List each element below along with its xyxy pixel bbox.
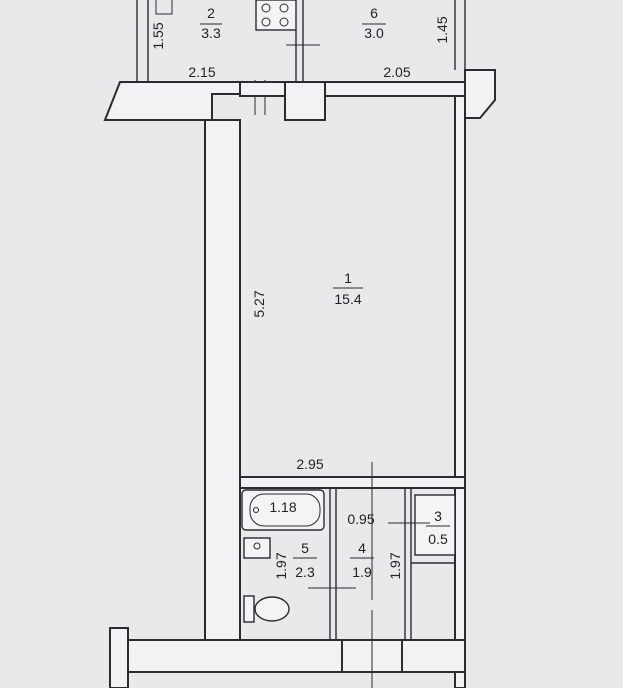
upper-rooms	[136, 0, 466, 115]
stove-icon	[255, 0, 297, 31]
room-4-number: 4	[358, 540, 366, 556]
lower-partitions	[308, 462, 456, 688]
room-1-area: 15.4	[334, 291, 361, 307]
dim-hall-height: 1.97	[387, 552, 403, 579]
dim-main-width: 2.95	[296, 456, 323, 472]
room-4-area: 1.9	[352, 564, 372, 580]
room-labels: 2 3.3 6 3.0 1 15.4 3 0.5 5 2.3 4 1.9	[200, 5, 450, 580]
room-2-area: 3.3	[201, 25, 221, 41]
closet-box	[414, 494, 456, 556]
window-top	[284, 81, 326, 121]
dim-bathtub-length: 1.18	[269, 499, 296, 515]
walls	[103, 69, 496, 688]
room-3-area: 0.5	[428, 531, 448, 547]
room-3-number: 3	[434, 508, 442, 524]
dim-kitchen-height: 1.55	[150, 22, 166, 49]
room-5-number: 5	[301, 540, 309, 556]
bathtub-icon	[241, 489, 325, 531]
dim-hall-width: 0.95	[347, 511, 374, 527]
room-6-number: 6	[370, 5, 378, 21]
dim-room6-width: 2.05	[383, 64, 410, 80]
dim-kitchen-width: 2.15	[188, 64, 215, 80]
toilet-bowl-icon	[254, 596, 290, 622]
sink-icon	[155, 0, 173, 15]
washbasin-icon	[243, 537, 271, 559]
room-5-area: 2.3	[295, 564, 315, 580]
room-1-number: 1	[344, 270, 352, 286]
room-2-number: 2	[207, 5, 215, 21]
dim-room6-height: 1.45	[434, 16, 450, 43]
bathroom-fixtures	[241, 489, 325, 623]
dim-bath-height: 1.97	[273, 552, 289, 579]
dim-main-height: 5.27	[251, 290, 267, 317]
toilet-tank-icon	[243, 595, 255, 623]
room-6-area: 3.0	[364, 25, 384, 41]
dimension-labels: 1.55 2.15 2.05 1.45 5.27 2.95 1.18 0.95 …	[150, 16, 450, 579]
